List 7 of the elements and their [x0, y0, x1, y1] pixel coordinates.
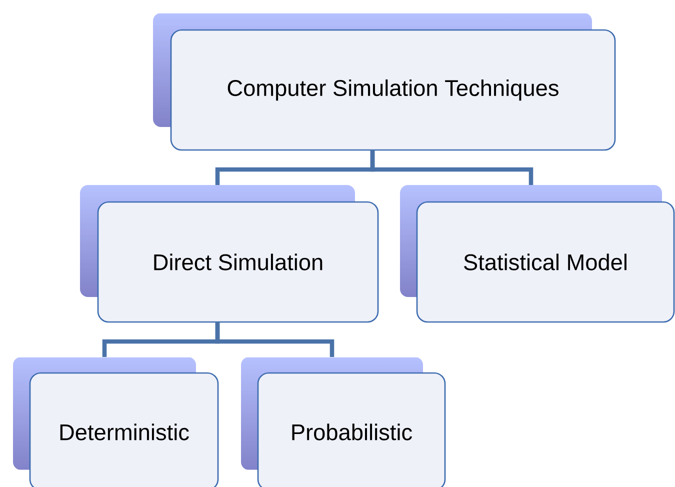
connector-line	[370, 150, 534, 185]
process-box: Probabilistic	[257, 372, 446, 487]
process-box: Computer Simulation Techniques	[170, 29, 616, 151]
process-box: Statistical Model	[416, 201, 675, 323]
connector-line	[215, 322, 334, 357]
process-box: Deterministic	[29, 372, 219, 487]
process-box: Direct Simulation	[97, 201, 379, 323]
